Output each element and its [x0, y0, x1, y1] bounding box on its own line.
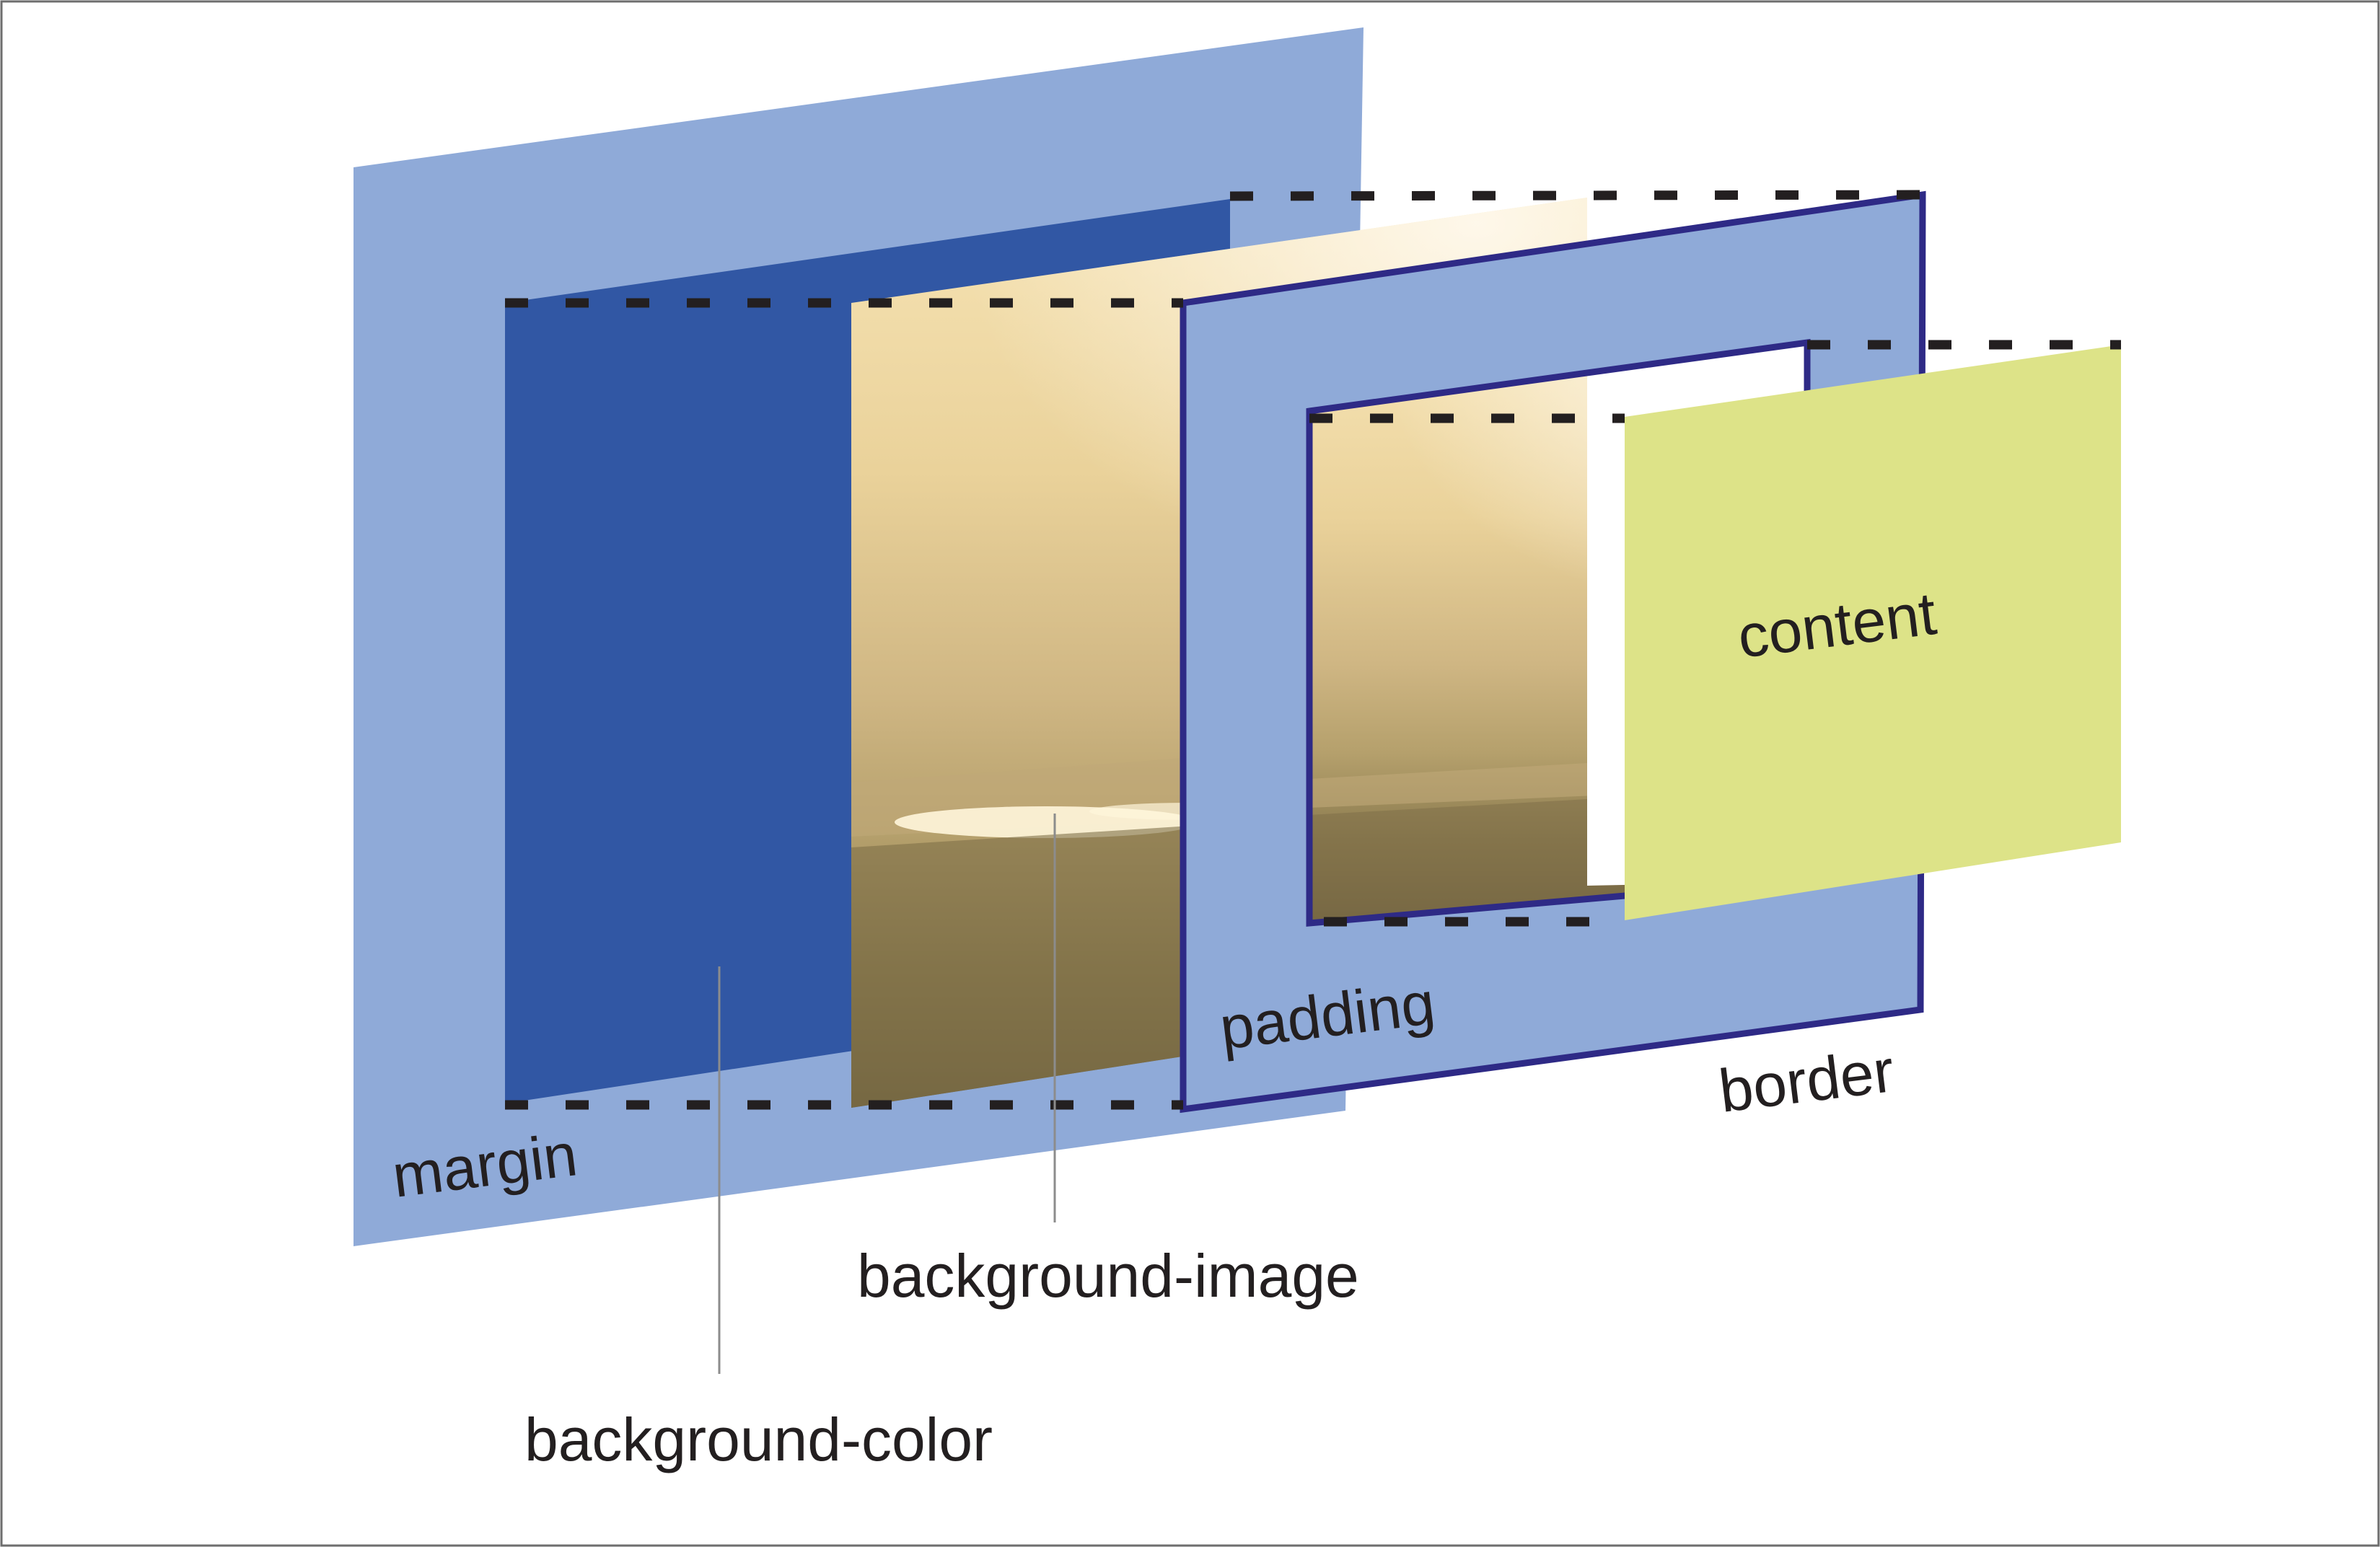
content-plane — [1625, 345, 2121, 920]
border-outer-line — [1180, 190, 1926, 1114]
label-background-image: background-image — [857, 1242, 1359, 1310]
label-background-color: background-color — [524, 1406, 993, 1473]
dashed-guides — [505, 190, 2121, 1110]
